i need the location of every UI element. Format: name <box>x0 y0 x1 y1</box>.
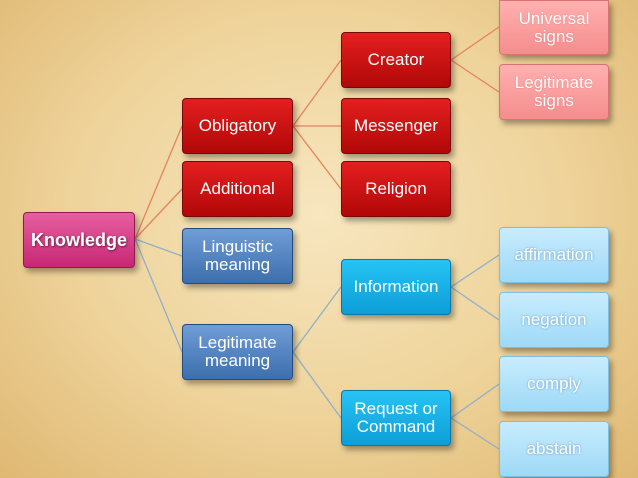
linguistic-line-1: Linguistic <box>202 237 273 256</box>
connector-legitimate-request <box>292 351 342 419</box>
connector-information-affirmation <box>450 254 500 288</box>
connector-knowledge-legitimate <box>134 238 183 353</box>
node-messenger: Messenger <box>341 98 451 154</box>
node-affirmation-label: affirmation <box>514 245 594 264</box>
node-legitimate-meaning: Legitimate meaning <box>182 324 293 380</box>
node-linguistic-meaning: Linguistic meaning <box>182 228 293 284</box>
node-religion: Religion <box>341 161 451 217</box>
node-negation: negation <box>499 292 609 348</box>
connector-legitimate-information <box>292 286 342 353</box>
connector-request-abstain <box>450 417 500 450</box>
node-obligatory-label: Obligatory <box>198 116 277 135</box>
node-comply-label: comply <box>527 374 581 393</box>
legit-signs-line-2: signs <box>534 91 574 110</box>
linguistic-line-2: meaning <box>204 255 271 274</box>
node-abstain-label: abstain <box>526 439 582 458</box>
node-creator-label: Creator <box>367 50 425 69</box>
connector-knowledge-linguistic <box>134 238 183 257</box>
legit-signs-line-1: Legitimate <box>514 73 594 92</box>
node-legitimate-signs-label: Legitimate signs <box>515 74 593 110</box>
universal-line-1: Universal <box>518 8 590 28</box>
node-information-label: Information <box>353 277 439 296</box>
node-religion-label: Religion <box>365 179 427 198</box>
node-creator: Creator <box>341 32 451 88</box>
connector-creator-universal <box>450 26 500 61</box>
node-knowledge-label: Knowledge <box>30 230 127 250</box>
connector-information-negation <box>450 286 500 321</box>
legitimate-line-2: meaning <box>204 351 271 370</box>
universal-line-2: signs <box>534 26 574 46</box>
connector-obligatory-religion <box>292 125 342 190</box>
node-universal-signs-label: Universal signs <box>518 8 590 46</box>
node-universal-signs: Universal signs <box>499 0 609 55</box>
node-request-label: Request or Command <box>354 400 437 436</box>
node-legitimate-meaning-label: Legitimate meaning <box>198 334 276 370</box>
legitimate-line-1: Legitimate <box>198 333 277 352</box>
node-abstain: abstain <box>499 421 609 477</box>
connector-request-comply <box>450 383 500 419</box>
node-linguistic-meaning-label: Linguistic meaning <box>202 238 273 274</box>
node-comply: comply <box>499 356 609 412</box>
connector-knowledge-additional <box>134 188 183 240</box>
node-information: Information <box>341 259 451 315</box>
request-line-2: Command <box>356 417 436 436</box>
node-additional: Additional <box>182 161 293 217</box>
request-line-1: Request or <box>354 399 438 418</box>
connector-knowledge-obligatory <box>134 125 183 240</box>
node-obligatory: Obligatory <box>182 98 293 154</box>
node-affirmation: affirmation <box>499 227 609 283</box>
node-additional-label: Additional <box>200 179 275 198</box>
node-knowledge: Knowledge <box>23 212 135 268</box>
node-legitimate-signs: Legitimate signs <box>499 64 609 120</box>
connector-creator-legitimate-signs <box>450 59 500 93</box>
node-request-or-command: Request or Command <box>341 390 451 446</box>
node-messenger-label: Messenger <box>353 116 439 135</box>
connector-obligatory-creator <box>292 59 342 127</box>
node-negation-label: negation <box>521 310 587 329</box>
